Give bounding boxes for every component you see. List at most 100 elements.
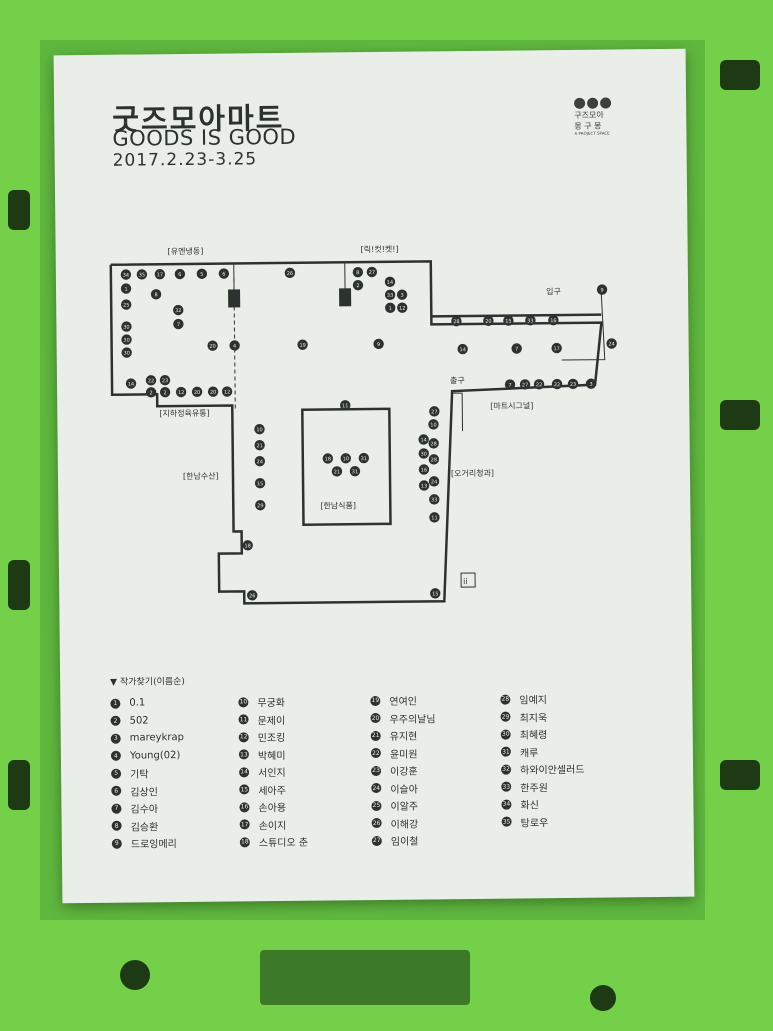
legend-number: 1 bbox=[110, 698, 121, 709]
marker-number: 28 bbox=[430, 441, 436, 447]
marker-number: 17 bbox=[157, 272, 163, 278]
map-marker: 28 bbox=[428, 438, 439, 449]
marker-number: 14 bbox=[387, 280, 393, 286]
marker-number: 14 bbox=[128, 382, 134, 388]
marker-number: 12 bbox=[224, 390, 230, 396]
map-marker: 33 bbox=[384, 289, 396, 301]
map-marker: 9 bbox=[596, 284, 608, 295]
marker-number: 5 bbox=[200, 272, 203, 278]
marker-number: 2 bbox=[356, 283, 359, 289]
map-marker: 33 bbox=[429, 494, 440, 505]
crate-hole bbox=[590, 985, 616, 1011]
map-marker: 17 bbox=[154, 269, 166, 280]
map-marker: 21 bbox=[331, 466, 343, 477]
marker-number: 3 bbox=[589, 382, 592, 388]
marker-number: 27 bbox=[431, 409, 437, 415]
map-marker: 26 bbox=[284, 267, 296, 279]
marker-dot bbox=[429, 512, 440, 523]
zone-label: 입구 bbox=[546, 287, 561, 296]
map-marker: 27 bbox=[519, 379, 531, 390]
zone-label: [유엔냉동] bbox=[168, 246, 204, 256]
marker-number: 16 bbox=[550, 318, 556, 324]
map-marker: 10 bbox=[254, 423, 265, 435]
map-marker: 27 bbox=[366, 266, 378, 278]
marker-number: 6 bbox=[178, 272, 181, 278]
map-marker: 11 bbox=[340, 400, 351, 411]
marker-dot bbox=[428, 438, 439, 449]
map-marker: 12 bbox=[175, 386, 187, 398]
marker-number: 11 bbox=[431, 515, 437, 521]
legend-number: 33 bbox=[501, 781, 512, 792]
marker-dot bbox=[366, 266, 378, 278]
marker-number: 10 bbox=[343, 456, 349, 462]
marker-dot bbox=[218, 268, 230, 279]
map-marker: 12 bbox=[221, 386, 233, 397]
marker-number: 7 bbox=[508, 383, 511, 389]
flyer-paper: 굿즈모아마트 GOODS IS GOOD 2017.2.23-3.25 구즈모아… bbox=[53, 48, 695, 904]
marker-dot bbox=[503, 315, 514, 326]
marker-dot bbox=[428, 454, 440, 465]
marker-number: 33 bbox=[527, 318, 533, 324]
map-marker: 3 bbox=[396, 289, 408, 300]
marker-dot bbox=[159, 386, 171, 398]
wall bbox=[431, 313, 602, 318]
map-marker: 22 bbox=[533, 379, 545, 390]
legend-artist-name: 하와이안셀러드 bbox=[520, 765, 585, 777]
map-marker: 23 bbox=[567, 378, 579, 390]
map-marker: 3 bbox=[585, 378, 597, 389]
pillar bbox=[339, 288, 352, 307]
marker-dot bbox=[121, 347, 132, 358]
marker-number: 28 bbox=[453, 319, 459, 325]
legend-artist-name: 드로잉메리 bbox=[130, 839, 177, 851]
map-marker: 20 bbox=[483, 315, 494, 326]
marker-dot bbox=[196, 268, 208, 279]
map-marker: 22 bbox=[145, 375, 157, 386]
crate-hole bbox=[8, 190, 30, 230]
marker-number: 28 bbox=[431, 457, 437, 463]
marker-number: 20 bbox=[209, 344, 215, 350]
map-marker: 4 bbox=[229, 340, 240, 351]
map-marker: 16 bbox=[418, 464, 430, 475]
marker-dot bbox=[191, 386, 203, 398]
marker-number: 20 bbox=[194, 390, 200, 396]
restroom-icon bbox=[460, 572, 476, 588]
legend-artist-name: 기탁 bbox=[130, 769, 149, 781]
marker-dot bbox=[120, 299, 132, 310]
marker-number: 30 bbox=[123, 351, 129, 357]
marker-dot bbox=[504, 379, 516, 390]
legend-artist-name: 화신 bbox=[520, 800, 539, 812]
marker-number: 18 bbox=[325, 456, 331, 462]
marker-number: 24 bbox=[431, 479, 437, 485]
map-marker: 20 bbox=[207, 340, 218, 351]
marker-dot bbox=[145, 387, 157, 398]
marker-dot bbox=[173, 304, 184, 316]
marker-number: 20 bbox=[485, 319, 491, 325]
legend-number: 5 bbox=[111, 768, 122, 779]
marker-dot bbox=[596, 284, 608, 295]
legend-number: 17 bbox=[239, 819, 250, 830]
marker-dot bbox=[120, 269, 132, 280]
map-marker: 35 bbox=[136, 269, 148, 280]
legend-number: 7 bbox=[111, 803, 122, 814]
marker-dot bbox=[606, 338, 617, 349]
zone-label: 출구 bbox=[450, 375, 465, 385]
marker-number: 9 bbox=[377, 342, 380, 348]
marker-number: 15 bbox=[505, 319, 511, 325]
marker-dot bbox=[242, 540, 253, 551]
map-marker: 14 bbox=[384, 276, 396, 288]
map-marker: 7 bbox=[173, 318, 184, 330]
map-marker: 31 bbox=[349, 465, 361, 477]
legend-number: 27 bbox=[371, 835, 382, 846]
map-marker: 8 bbox=[352, 266, 364, 278]
marker-number: 17 bbox=[553, 346, 559, 352]
map-marker: 15 bbox=[254, 477, 266, 489]
marker-number: 23 bbox=[162, 378, 168, 384]
